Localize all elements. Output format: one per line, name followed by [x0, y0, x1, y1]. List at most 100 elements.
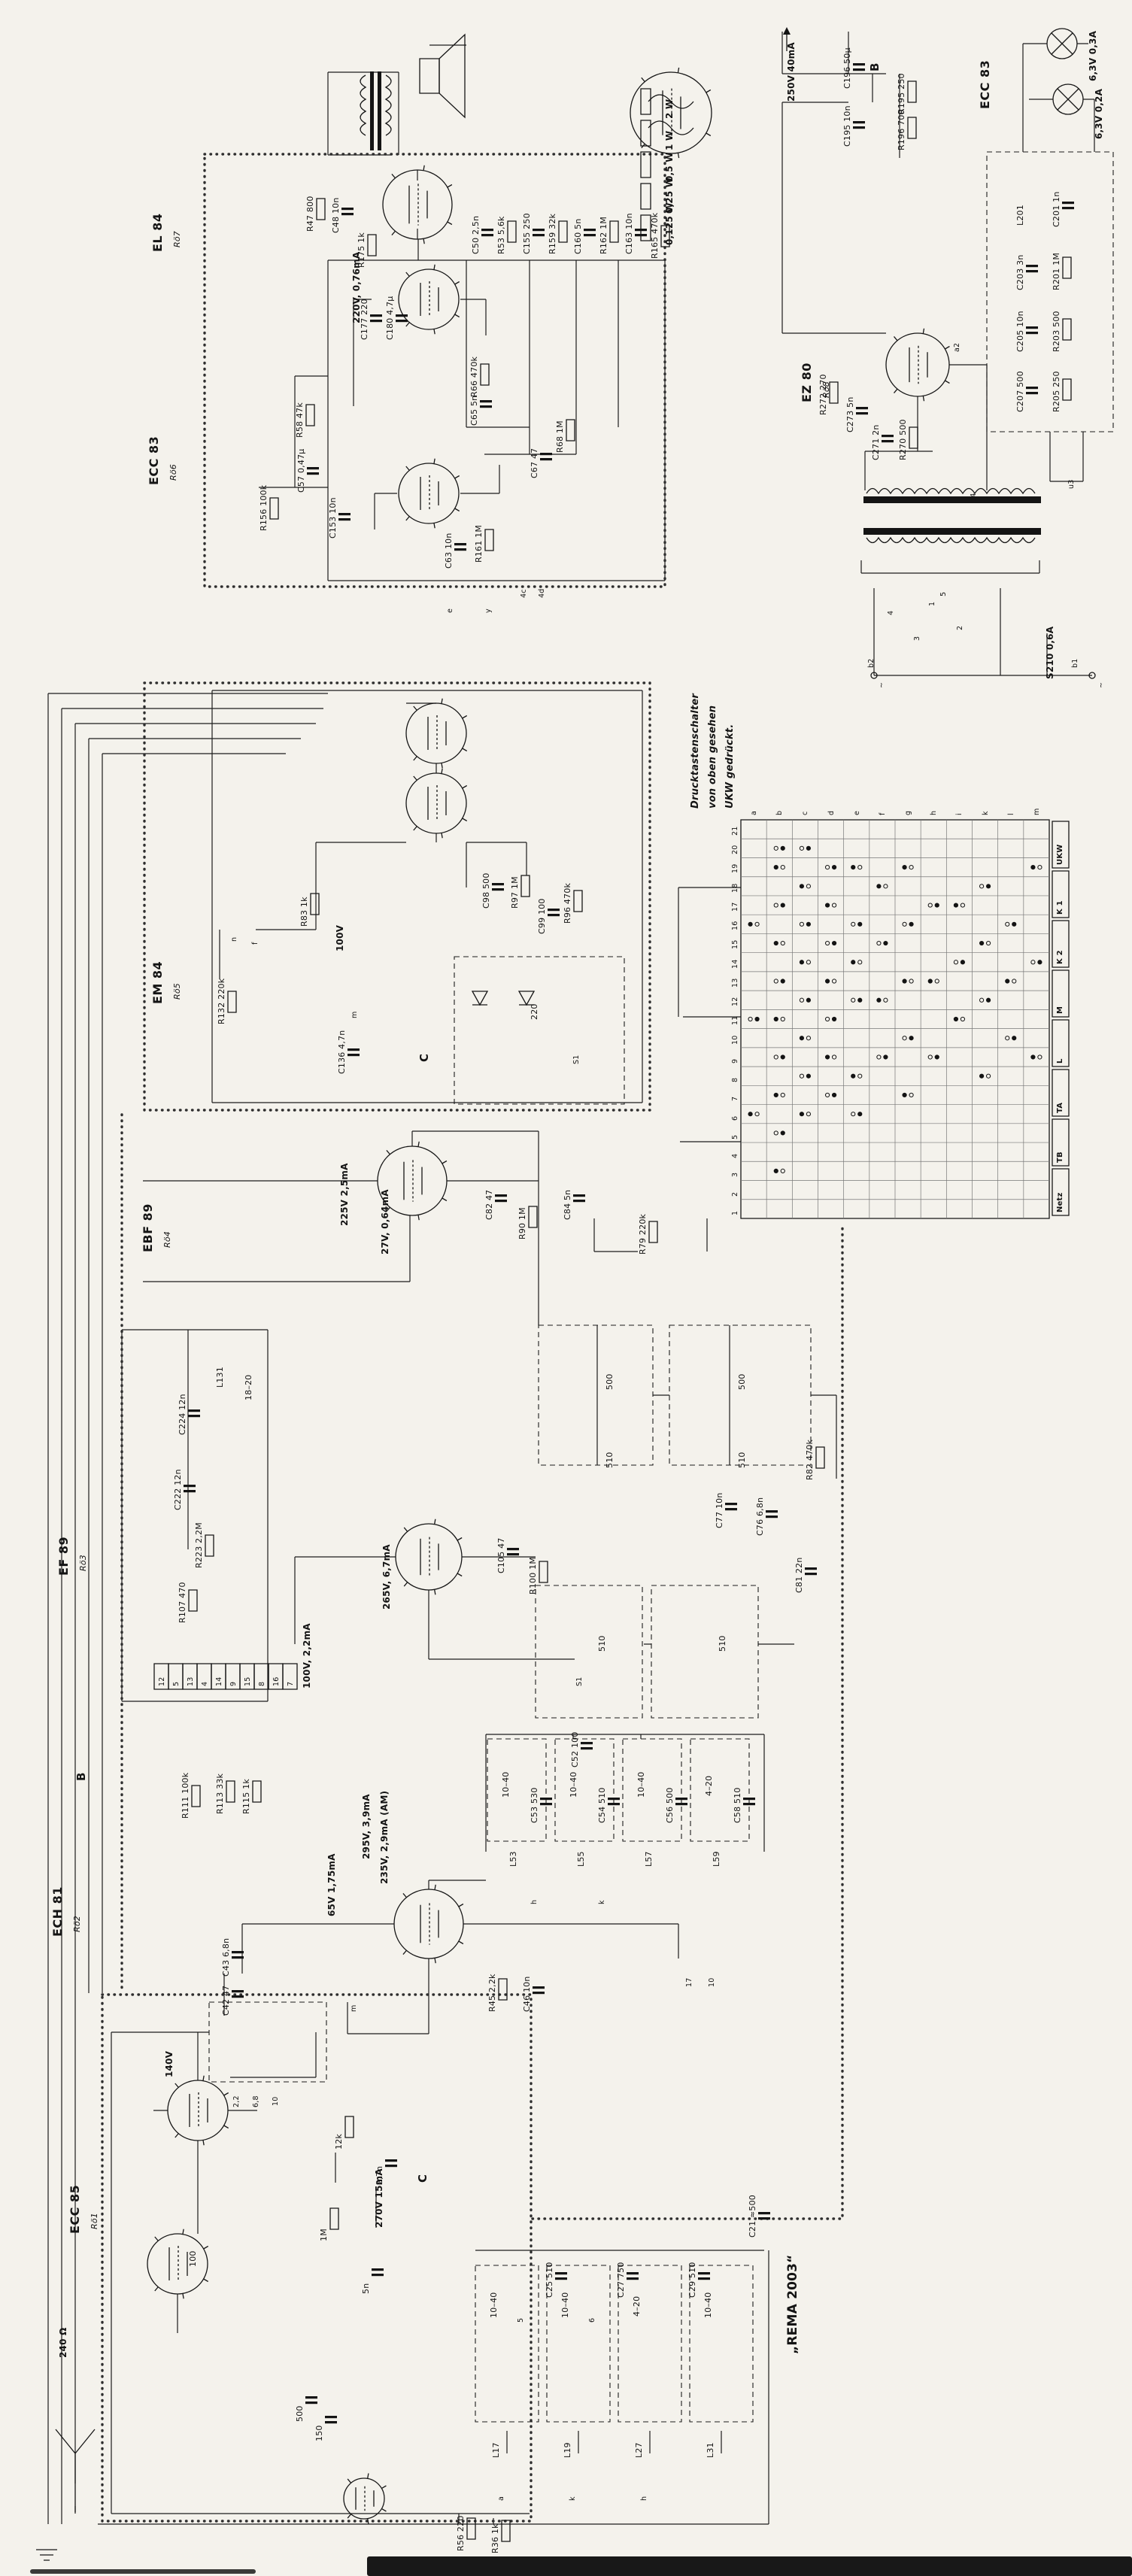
- voltage-label: 235V, 2,9mA (AM): [379, 1790, 390, 1884]
- band-button-box: [1052, 1020, 1069, 1067]
- switch-contact-dot: [800, 998, 803, 1002]
- tube-pin: [435, 1519, 436, 1525]
- component-label: R45 2,2k: [487, 1974, 497, 2012]
- capacitor-symbol: [188, 1415, 200, 1418]
- component-label: 4c: [520, 589, 528, 598]
- component-label: C105 47: [496, 1537, 506, 1573]
- component-label: R196 700: [897, 109, 906, 150]
- tube-pin: [387, 1150, 390, 1154]
- capacitor-symbol: [725, 1508, 737, 1511]
- switch-contact-dot: [781, 941, 785, 945]
- component-label: 10–40: [636, 1771, 646, 1798]
- capacitor-symbol: [1026, 326, 1038, 329]
- component-label: u3: [1067, 479, 1076, 489]
- component-label: m: [351, 1011, 359, 1018]
- tube-ref-label: Rö1: [90, 2213, 99, 2229]
- component-label: R97 1M: [510, 876, 520, 909]
- capacitor-symbol: [338, 513, 351, 516]
- switch-contact-dot: [825, 865, 829, 869]
- wire-em84: [212, 690, 642, 1103]
- wattage-legend-label: 2 W: [664, 99, 675, 119]
- component-label: C46 10n: [522, 1976, 532, 2012]
- component-label: B: [74, 1772, 88, 1781]
- band-button-box: [1052, 1169, 1069, 1215]
- mains-terminal: [871, 672, 877, 678]
- capacitor-symbol: [232, 1951, 244, 1954]
- resistor-symbol: [306, 405, 314, 426]
- tube-pin: [175, 2134, 178, 2138]
- component-label: L31: [706, 2442, 715, 2458]
- tube-pin: [203, 2140, 204, 2145]
- antenna-coil-box: [547, 2265, 610, 2422]
- tube-pin: [392, 174, 395, 177]
- component-label: L27: [634, 2442, 644, 2458]
- component-symbols: [184, 63, 1074, 2541]
- band-button-box: [1052, 871, 1069, 918]
- capacitor-symbol: [325, 2416, 337, 2419]
- component-label: C82 47: [484, 1189, 494, 1220]
- capacitor-symbol: [480, 400, 492, 403]
- switch-contact-dot: [909, 865, 913, 869]
- component-label: C56 500: [665, 1787, 675, 1823]
- component-label: n: [230, 936, 238, 942]
- resistor-symbol: [816, 1447, 824, 1468]
- switch-contact-dot: [774, 979, 778, 983]
- tube-symbols: [147, 68, 949, 2524]
- component-label: R161 1M: [474, 524, 484, 563]
- capacitor-symbol: [698, 2277, 710, 2280]
- contact-number: 9: [731, 1058, 739, 1063]
- component-label: C77 10n: [715, 1492, 724, 1528]
- switch-contact-dot: [928, 1055, 932, 1059]
- component-label: R203 500: [1052, 311, 1061, 352]
- resistor-symbol: [485, 529, 493, 551]
- switch-contact-dot: [858, 998, 862, 1002]
- switch-contact-dot: [877, 884, 881, 888]
- component-label: L201: [1015, 205, 1025, 226]
- tube-pin: [894, 336, 897, 340]
- capacitor-symbol: [533, 234, 545, 237]
- switch-contact-dot: [825, 1017, 829, 1021]
- contact-number: 1: [731, 1210, 739, 1215]
- capacitor-symbol: [856, 407, 868, 410]
- wire-left-bus: [48, 693, 328, 2524]
- switch-contact-dot: [800, 960, 803, 964]
- wire-table-links: [678, 887, 741, 1142]
- tube-pin: [923, 396, 924, 401]
- component-label: 18–20: [244, 1374, 253, 1401]
- band-button-box: [1052, 1119, 1069, 1166]
- resistor-symbol: [368, 235, 376, 256]
- component-label: 150: [314, 2425, 324, 2441]
- resistor-symbol: [566, 420, 575, 441]
- wafer-letter: f: [878, 812, 887, 815]
- capacitor-symbol: [548, 914, 560, 917]
- component-label: h: [640, 2496, 648, 2501]
- tube-pin: [404, 1528, 407, 1531]
- component-label: 4–20: [632, 2295, 642, 2317]
- switch-contact-dot: [800, 846, 803, 850]
- speaker-icon: [420, 35, 465, 117]
- switch-contact-dot: [806, 1036, 810, 1040]
- tube-pin: [418, 1215, 419, 1220]
- tube-pin: [435, 1958, 436, 1963]
- capacitor-symbol: [385, 2159, 397, 2162]
- component-label: C205 10n: [1015, 311, 1025, 352]
- tube-pin: [387, 1207, 390, 1211]
- capacitor-symbol: [325, 2421, 337, 2424]
- tube-ref-label: Rö3: [78, 1555, 88, 1571]
- component-label: C21 ≈500: [748, 2195, 757, 2238]
- component-label: C99 100: [537, 898, 547, 934]
- socket-pin-number: 13: [187, 1676, 195, 1687]
- switch-contact-dot: [928, 903, 932, 907]
- component-label: R47 800: [305, 196, 315, 232]
- tube-pin: [368, 2474, 369, 2479]
- tube-pin: [392, 231, 395, 235]
- component-label: L55: [576, 1851, 586, 1867]
- antenna-coil-box: [475, 2265, 539, 2422]
- switch-contact-dot: [954, 1017, 957, 1021]
- switch-contact-dot: [903, 922, 906, 926]
- resistor-symbol: [1063, 379, 1071, 400]
- component-label: C57 0,47µ: [296, 448, 306, 493]
- contact-number: 20: [731, 845, 739, 855]
- tube-envelope: [630, 72, 712, 153]
- component-label: C29 510: [687, 2262, 697, 2298]
